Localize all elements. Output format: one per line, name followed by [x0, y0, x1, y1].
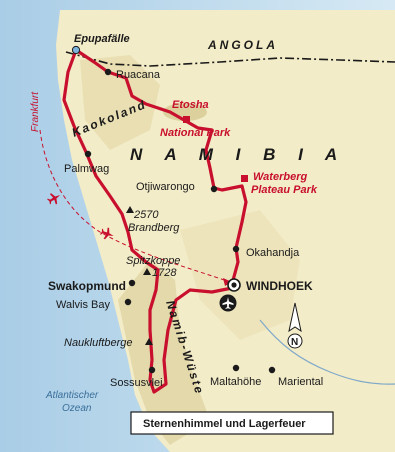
label-ocean-line1: Atlantischer	[45, 390, 99, 401]
marker-swakopmund	[128, 279, 136, 287]
label-brandberg: Brandberg	[128, 222, 180, 234]
marker-etosha	[183, 116, 190, 123]
plane-icon-windhoek-approach	[99, 227, 114, 240]
marker-mariental	[268, 366, 276, 374]
label-walvis-bay: Walvis Bay	[56, 299, 110, 311]
marker-otjiwarongo	[210, 185, 218, 193]
naukluftberge-peak-icon	[145, 338, 153, 345]
label-swakopmund: Swakopmund	[48, 279, 126, 293]
flight-path	[39, 129, 231, 283]
label-waterberg-line2: Plateau Park	[251, 184, 318, 196]
label-windhoek: WINDHOEK	[246, 279, 313, 293]
spitzkoppe-peak-icon	[143, 268, 151, 275]
label-ruacana: Ruacana	[116, 69, 161, 81]
label-ocean-line2: Ozean	[62, 403, 92, 414]
kaokoland-terrain-shade	[80, 55, 160, 150]
label-waterberg-line1: Waterberg	[253, 171, 307, 183]
label-otjiwarongo: Otjiwarongo	[136, 181, 195, 193]
label-mariental: Mariental	[278, 376, 323, 388]
caption-text: Sternenhimmel und Lagerfeuer	[143, 418, 306, 430]
caption-box	[130, 411, 334, 435]
etosha-pan	[163, 103, 207, 121]
label-brandberg-height: 2570	[133, 209, 159, 221]
marker-ruacana	[104, 68, 112, 76]
marker-palmwag	[84, 150, 92, 158]
airport-icon	[219, 294, 237, 312]
label-spitzkoppe-height: 1728	[152, 267, 177, 279]
label-okahandja: Okahandja	[246, 247, 300, 259]
angola-border	[65, 51, 395, 67]
label-namibia: N A M I B I A	[130, 145, 346, 164]
marker-waterberg	[241, 175, 248, 182]
river	[259, 319, 395, 385]
label-compass-n: N	[291, 337, 298, 348]
plane-icon-frankfurt	[47, 193, 61, 205]
label-etosha-line1: Etosha	[172, 99, 209, 111]
windhoek-capital-icon	[227, 278, 241, 292]
marker-okahandja	[232, 245, 240, 253]
marker-epupafaelle	[71, 45, 81, 55]
marker-sossusvlei	[148, 366, 156, 374]
label-epupafaelle: Epupafälle	[74, 33, 130, 45]
north-arrow-icon	[287, 302, 303, 349]
brandberg-peak-icon	[126, 206, 134, 213]
marker-walvis-bay	[124, 298, 132, 306]
label-angola: ANGOLA	[207, 38, 278, 52]
marker-maltahoehe	[232, 364, 240, 372]
label-etosha-line2: National Park	[160, 127, 231, 139]
flight-path-arrow	[223, 278, 232, 286]
label-maltahoehe: Maltahöhe	[210, 376, 261, 388]
label-frankfurt: Frankfurt	[30, 91, 41, 132]
central-highland-shade	[180, 210, 300, 340]
label-naukluftberge: Naukluftberge	[64, 337, 133, 349]
label-palmwag: Palmwag	[64, 163, 109, 175]
label-spitzkoppe: Spitzkoppe	[126, 255, 180, 267]
label-sossusvlei: Sossusvlei	[110, 377, 163, 389]
